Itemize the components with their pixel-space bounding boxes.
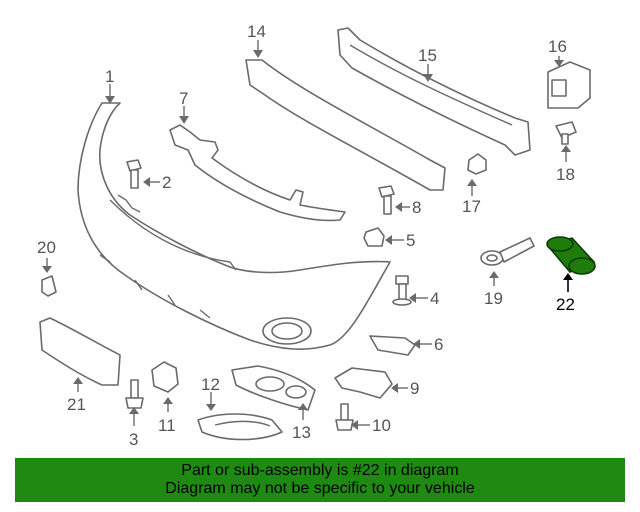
- callout-17: 17: [462, 197, 481, 216]
- part-8-bolt[interactable]: [378, 185, 395, 215]
- part-22-highlighted[interactable]: [546, 236, 596, 275]
- part-10-bolt[interactable]: [335, 403, 354, 431]
- callout-9: 9: [410, 379, 419, 398]
- callout-10: 10: [372, 416, 391, 435]
- part-1-bumper-cover[interactable]: [77, 102, 391, 350]
- part-14-energy-absorber[interactable]: [245, 59, 446, 191]
- info-banner: Part or sub-assembly is #22 in diagram D…: [15, 458, 625, 502]
- part-9-bracket[interactable]: [334, 367, 393, 399]
- part-7-bracket[interactable]: [169, 124, 346, 222]
- part-13-bezel[interactable]: [231, 365, 316, 411]
- part-16-bracket[interactable]: [547, 61, 591, 109]
- part-15-reinforcement[interactable]: [337, 27, 531, 156]
- callout-1: 1: [105, 67, 114, 86]
- part-11-cap[interactable]: [151, 361, 179, 393]
- part-2-bolt[interactable]: [126, 159, 142, 189]
- part-20-clip[interactable]: [41, 275, 57, 297]
- callout-22-highlighted: 22: [556, 295, 575, 314]
- part-6-bracket[interactable]: [369, 335, 416, 356]
- callout-5: 5: [406, 231, 415, 250]
- part-12-lamp[interactable]: [197, 413, 283, 441]
- part-21-panel[interactable]: [39, 317, 121, 386]
- callout-20: 20: [37, 238, 56, 257]
- callout-11: 11: [158, 416, 176, 435]
- banner-line-1: Part or sub-assembly is #22 in diagram: [181, 462, 459, 479]
- callout-18: 18: [556, 165, 575, 184]
- callout-21: 21: [67, 395, 86, 414]
- callout-14: 14: [247, 22, 266, 41]
- callout-12: 12: [201, 375, 220, 394]
- callout-13: 13: [292, 423, 311, 442]
- part-4-bolt[interactable]: [392, 275, 412, 306]
- callout-19: 19: [484, 289, 503, 308]
- part-18-bolt[interactable]: [555, 121, 577, 145]
- part-19-tow-hook[interactable]: [480, 237, 535, 266]
- part-3-bolt[interactable]: [125, 379, 144, 409]
- callout-7: 7: [179, 89, 188, 108]
- leader-lines: [42, 40, 573, 430]
- callout-15: 15: [418, 46, 437, 65]
- callout-6: 6: [434, 335, 443, 354]
- callout-16: 16: [548, 37, 567, 56]
- callout-8: 8: [412, 198, 421, 217]
- callout-3: 3: [129, 430, 138, 449]
- callout-2: 2: [162, 173, 171, 192]
- banner-line-2: Diagram may not be specific to your vehi…: [165, 480, 475, 497]
- part-17-nut[interactable]: [467, 153, 487, 175]
- callout-4: 4: [430, 289, 439, 308]
- part-5-clip[interactable]: [363, 227, 385, 247]
